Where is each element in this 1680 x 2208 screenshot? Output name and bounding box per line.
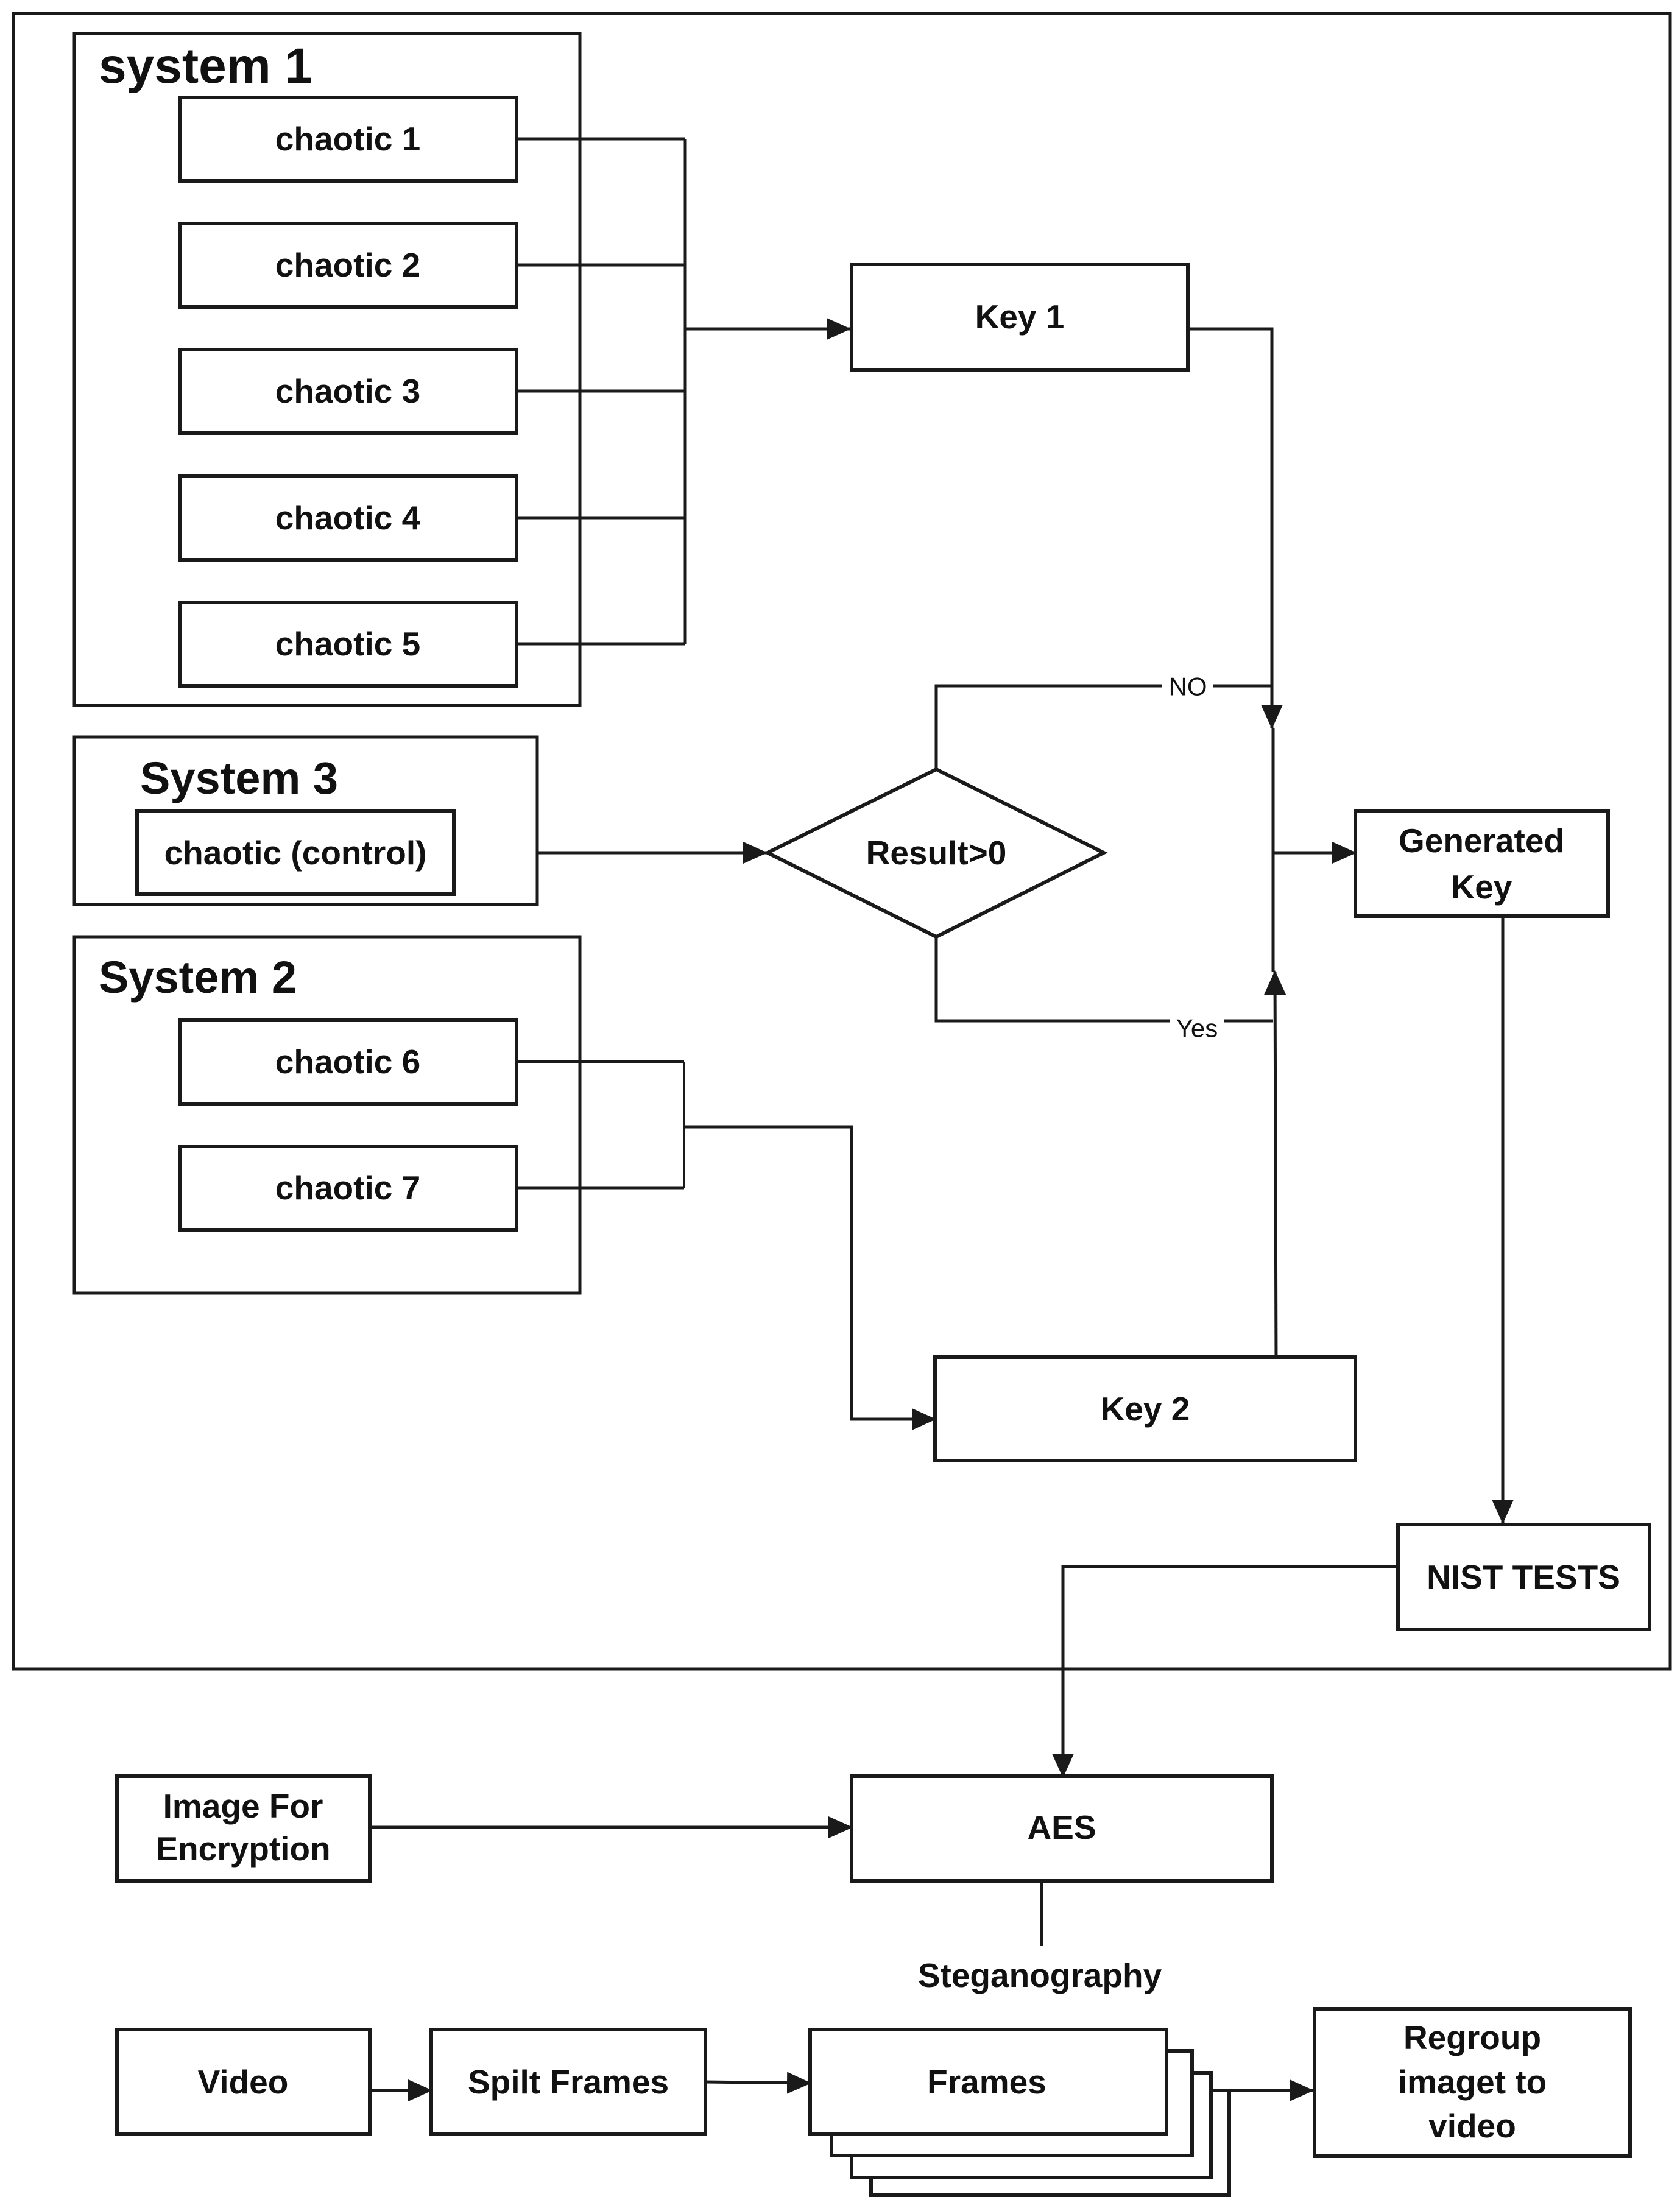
arrow-key2-up (1264, 970, 1286, 1362)
frames-label: Frames (927, 2063, 1046, 2101)
chaotic-5-label: chaotic 5 (275, 625, 420, 663)
chaotic-4-box (178, 474, 518, 562)
steganography-label: Steganography (918, 1956, 1162, 1994)
regroup-box (1313, 2007, 1632, 2158)
yes-label: Yes (1176, 1014, 1218, 1043)
aes-box (850, 1774, 1274, 1883)
chaotic-3-label: chaotic 3 (275, 372, 420, 410)
image-for-encryption-box (115, 1774, 372, 1883)
video-label: Video (198, 2063, 289, 2101)
regroup-label-line2: imaget to (1398, 2063, 1547, 2101)
video-box (115, 2028, 372, 2136)
split-frames-label: Spilt Frames (468, 2063, 669, 2101)
connector-system2-bus (517, 1060, 684, 1190)
key1-label: Key 1 (975, 298, 1065, 336)
key2-box (933, 1355, 1357, 1462)
regroup-label-line3: video (1428, 2107, 1516, 2145)
chaotic-1-label: chaotic 1 (275, 120, 420, 158)
system3-frame (72, 735, 539, 906)
chaotic-4-label: chaotic 4 (275, 499, 421, 537)
chaotic-2-box (178, 222, 518, 309)
chaotic-6-label: chaotic 6 (275, 1043, 420, 1081)
chaotic-5-box (178, 601, 518, 688)
no-label-bg (1162, 672, 1213, 699)
chaotic-6-box (178, 1018, 518, 1106)
no-label: NO (1169, 672, 1207, 701)
system1-frame (72, 32, 582, 707)
generated-key-box (1354, 809, 1610, 918)
decision-label: Result>0 (866, 834, 1007, 872)
key2-label: Key 2 (1101, 1390, 1190, 1428)
connector-system1-bus (517, 137, 687, 646)
decision-diamond (763, 767, 1108, 939)
system2-frame (72, 935, 582, 1295)
chaotic-7-box (178, 1145, 518, 1232)
outer-frame (12, 12, 1672, 1671)
chaotic-control-box (135, 809, 456, 896)
connector-to-key2 (684, 1125, 936, 1430)
chaotic-3-box (178, 348, 518, 435)
split-frames-box (429, 2028, 707, 2136)
system1-title: system 1 (99, 38, 312, 94)
connector-key1-out (1188, 327, 1283, 729)
chaotic-1-box (178, 96, 518, 183)
key1-box (850, 263, 1190, 372)
connector-yes-branch (934, 937, 1273, 1023)
system2-title: System 2 (99, 952, 297, 1003)
yes-label-bg (1170, 1015, 1224, 1042)
chaotic-control-label: chaotic (control) (164, 834, 427, 872)
aes-label: AES (1027, 1808, 1096, 1846)
connector-no-branch (934, 684, 1272, 769)
regroup-label-line1: Regroup (1403, 2019, 1541, 2056)
nist-tests-box (1396, 1523, 1651, 1631)
frames-box (808, 2028, 1168, 2136)
system3-title: System 3 (140, 753, 338, 803)
arrow-split-to-frames (705, 2072, 811, 2094)
chaotic-2-label: chaotic 2 (275, 246, 420, 284)
nist-tests-label: NIST TESTS (1427, 1558, 1620, 1596)
image-label-line2: Encryption (155, 1830, 330, 1868)
image-label-line1: Image For (163, 1787, 323, 1825)
chaotic-7-label: chaotic 7 (275, 1169, 420, 1207)
generated-key-label-line1: Generated (1399, 822, 1564, 859)
connector-nist-to-aes (1052, 1565, 1398, 1778)
generated-key-label-line2: Key (1451, 868, 1512, 906)
